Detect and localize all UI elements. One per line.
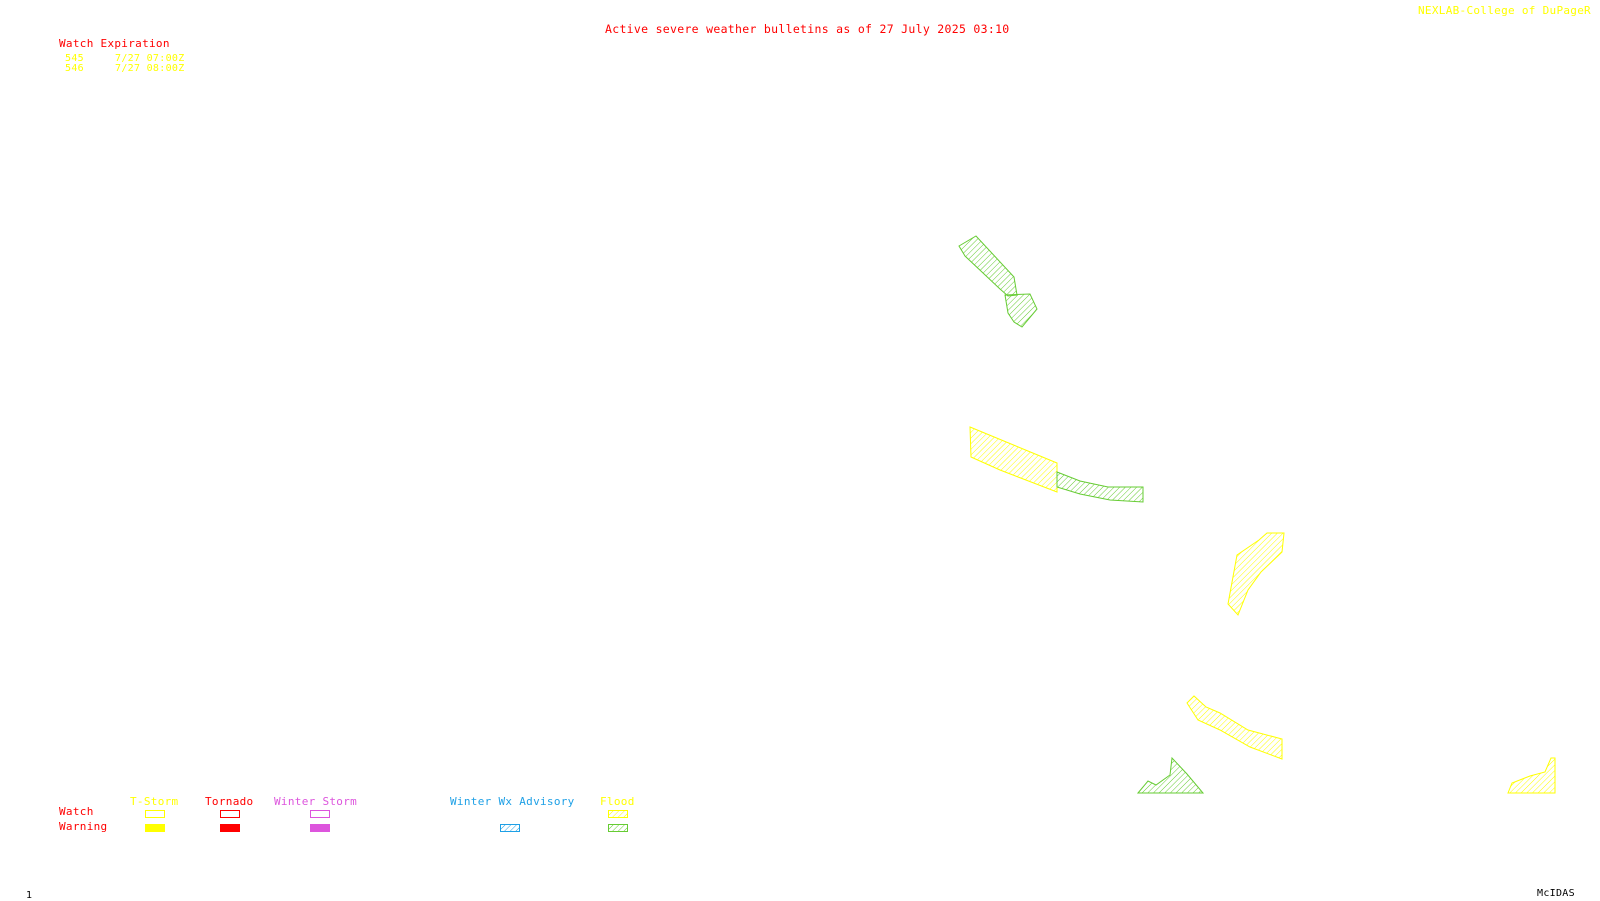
frame-number: 1 [26, 890, 33, 901]
legend-tstorm-label: T-Storm [130, 795, 179, 808]
legend-flood-watch [608, 810, 628, 818]
flood-watch-polygon [969, 426, 1058, 493]
legend-tstorm-warning [145, 824, 165, 832]
legend-row-warning: Warning [59, 820, 108, 833]
legend-winter-storm-warning [310, 824, 330, 832]
flood-watch-polygon [1186, 695, 1283, 760]
watch-entry-number: 545 [65, 53, 84, 64]
watch-entry-number: 546 [65, 63, 84, 74]
flood-warning-polygon [958, 235, 1018, 297]
legend-tornado-watch [220, 810, 240, 818]
legend-flood-label: Flood [600, 795, 635, 808]
legend-flood-warning [608, 824, 628, 832]
flood-warning-polygon [1136, 756, 1205, 794]
legend-winter-advisory-label: Winter Wx Advisory [450, 795, 575, 808]
legend-row-watch: Watch [59, 805, 94, 818]
legend-winter-advisory-swatch [500, 824, 520, 832]
watch-entry-expires: 7/27 08:00Z [115, 63, 185, 74]
flood-watch-polygon [1227, 532, 1285, 616]
flood-watch-polygon [1507, 757, 1556, 794]
legend-winter-storm-label: Winter Storm [274, 795, 358, 808]
legend-winter-storm-watch [310, 810, 330, 818]
watch-expiration-heading: Watch Expiration [59, 37, 170, 50]
credit-label: NEXLAB-College of DuPage [1418, 4, 1585, 17]
flood-warning-polygon [1004, 293, 1038, 328]
watch-entry-expires: 7/27 07:00Z [115, 53, 185, 64]
bulletin-title: Active severe weather bulletins as of 27… [605, 22, 1010, 36]
credit-logo-r: R [1584, 4, 1591, 17]
legend-tornado-warning [220, 824, 240, 832]
legend-tornado-label: Tornado [205, 795, 254, 808]
flood-warning-polygon [1056, 471, 1144, 503]
legend-tstorm-watch [145, 810, 165, 818]
software-label: McIDAS [1537, 888, 1575, 899]
